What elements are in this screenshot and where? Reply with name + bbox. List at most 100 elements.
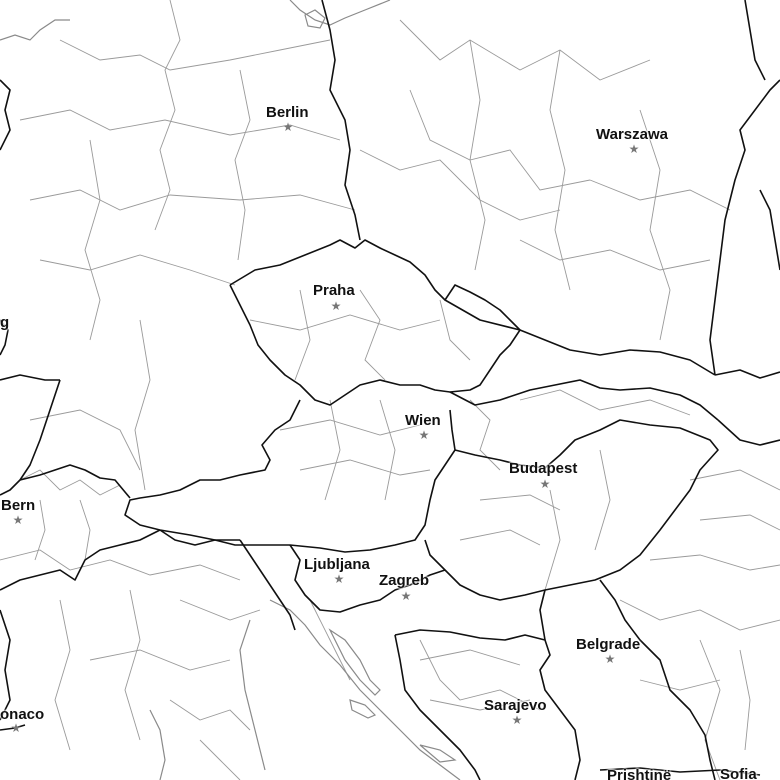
region-border: [0, 549, 241, 581]
region-border: [549, 49, 571, 291]
region-border: [359, 149, 561, 221]
austria-italy-border: [159, 529, 240, 546]
city-label-sofia[interactable]: Sofia: [720, 766, 757, 780]
city-label-berlin[interactable]: Berlin: [266, 104, 309, 121]
region-border: [399, 19, 651, 81]
slovenia-croatia-border: [289, 544, 446, 613]
region-border: [479, 494, 561, 511]
slovakia-south-border: [449, 379, 719, 421]
monaco-border: [0, 724, 26, 731]
city-label-wien[interactable]: Wien: [405, 412, 441, 429]
east-border: [759, 189, 780, 271]
adriatic-coast-west: [239, 619, 266, 771]
capital-marker-belgrade[interactable]: ★: [604, 652, 616, 666]
austria-border: [124, 399, 456, 553]
capital-marker-praha[interactable]: ★: [330, 299, 342, 313]
region-border: [79, 499, 91, 561]
hungary-border: [424, 419, 719, 601]
city-label-bern[interactable]: Bern: [1, 497, 36, 514]
city-label-luxembourg[interactable]: g: [0, 314, 10, 331]
region-border: [39, 254, 236, 286]
region-border: [359, 289, 386, 381]
island-outline: [349, 699, 377, 719]
capital-marker-ljubljana[interactable]: ★: [333, 572, 345, 586]
serbia-border: [539, 589, 546, 641]
city-label-monaco[interactable]: onaco: [0, 706, 45, 723]
region-border: [639, 109, 671, 341]
region-border: [249, 314, 441, 331]
east-border-2: [714, 369, 780, 379]
region-border: [409, 89, 591, 191]
capital-marker-berlin[interactable]: ★: [282, 120, 294, 134]
germany-west-border: [0, 374, 60, 381]
capital-marker-wien[interactable]: ★: [418, 428, 430, 442]
region-border: [54, 599, 71, 751]
region-border: [59, 39, 331, 71]
region-border: [299, 459, 431, 476]
region-border: [29, 409, 141, 471]
france-italy-border: [0, 609, 11, 721]
left-coast: [0, 19, 70, 41]
bosnia-west-border: [394, 634, 481, 780]
region-border: [469, 39, 486, 271]
left-edge-border: [0, 319, 9, 356]
region-border: [294, 289, 311, 381]
region-border: [699, 639, 721, 780]
city-label-pristina[interactable]: Prishtinë: [607, 767, 672, 780]
region-border: [419, 649, 521, 666]
region-border: [544, 489, 561, 591]
region-border: [649, 554, 780, 571]
region-border: [134, 319, 151, 491]
region-border: [379, 399, 396, 501]
region-border: [179, 599, 261, 621]
city-label-warszawa[interactable]: Warszawa: [596, 126, 668, 143]
capital-marker-bern[interactable]: ★: [12, 513, 24, 527]
capital-marker-sarajevo[interactable]: ★: [511, 713, 523, 727]
region-border: [594, 449, 611, 551]
germany-poland-border: [321, 0, 361, 241]
italy-slovenia-border: [239, 539, 296, 631]
lake-outline: [304, 9, 326, 29]
river-outline: [149, 709, 166, 780]
netherlands-border: [0, 79, 11, 151]
region-border: [154, 0, 181, 231]
region-border: [19, 109, 341, 141]
germany-france-border: [0, 379, 61, 496]
capital-marker-monaco[interactable]: ★: [10, 721, 22, 735]
region-border: [124, 589, 141, 741]
city-label-belgrade[interactable]: Belgrade: [576, 636, 641, 653]
capital-marker-zagreb[interactable]: ★: [400, 589, 412, 603]
poland-slovakia-border: [444, 299, 716, 376]
region-border: [29, 189, 356, 211]
region-border: [739, 649, 751, 751]
lower-border: [599, 767, 761, 776]
region-border: [429, 699, 531, 711]
region-border: [234, 69, 251, 261]
capital-marker-warszawa[interactable]: ★: [628, 142, 640, 156]
region-border: [439, 299, 471, 361]
city-label-zagreb[interactable]: Zagreb: [379, 572, 430, 589]
serbia-east-border: [599, 579, 716, 780]
island-outline: [419, 744, 457, 763]
region-border: [699, 514, 780, 531]
region-border: [279, 419, 421, 436]
region-border: [419, 639, 541, 711]
city-label-ljubljana[interactable]: Ljubljana: [304, 556, 370, 573]
island-outline: [328, 628, 381, 696]
city-label-praha[interactable]: Praha: [313, 282, 355, 299]
city-label-sarajevo[interactable]: Sarajevo: [484, 697, 547, 714]
croatia-bosnia-border: [394, 629, 581, 780]
switzerland-italy-border: [0, 529, 161, 591]
capital-marker-budapest[interactable]: ★: [539, 477, 551, 491]
belarus-border: [744, 0, 766, 81]
water-outlines: [0, 0, 461, 780]
adriatic-coast: [269, 599, 461, 780]
region-border: [459, 529, 541, 546]
region-border: [589, 179, 731, 211]
region-border: [519, 239, 711, 271]
city-label-budapest[interactable]: Budapest: [509, 460, 578, 477]
